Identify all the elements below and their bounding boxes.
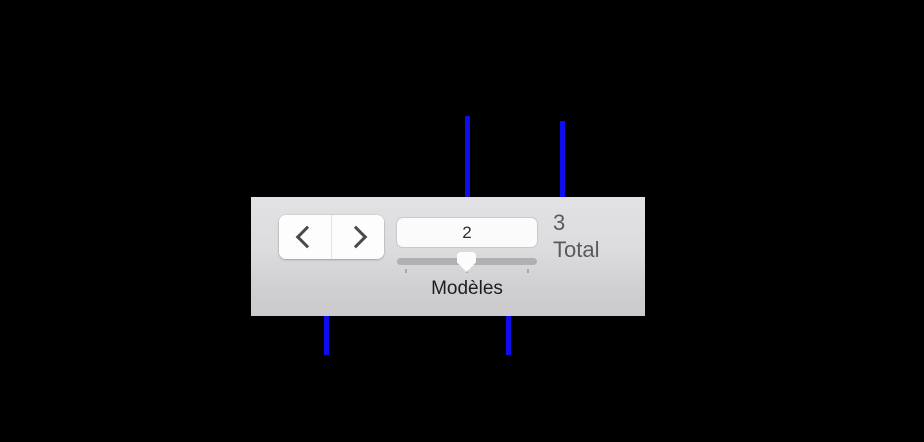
callout-line-page-value: [465, 116, 470, 223]
previous-page-button[interactable]: [279, 215, 331, 259]
total-count: 3: [553, 210, 566, 235]
chevron-right-icon: [344, 225, 368, 249]
page-value-field[interactable]: 2: [397, 218, 537, 247]
page-nav-segmented-control[interactable]: [279, 215, 384, 259]
slider-caption: Modèles: [431, 278, 503, 299]
page-value-text: 2: [462, 223, 472, 242]
total-label: Total: [553, 236, 600, 262]
next-page-button[interactable]: [331, 215, 384, 259]
callout-line-total: [560, 121, 565, 213]
slider-tick: [405, 269, 407, 273]
slider-thumb[interactable]: [457, 252, 476, 272]
models-slider[interactable]: [397, 252, 537, 277]
slider-tick: [527, 269, 529, 273]
page-navigation-toolbar: 2 Modèles 3 Total: [251, 197, 645, 316]
chevron-left-icon: [295, 225, 319, 249]
total-block: 3 Total: [553, 210, 633, 264]
